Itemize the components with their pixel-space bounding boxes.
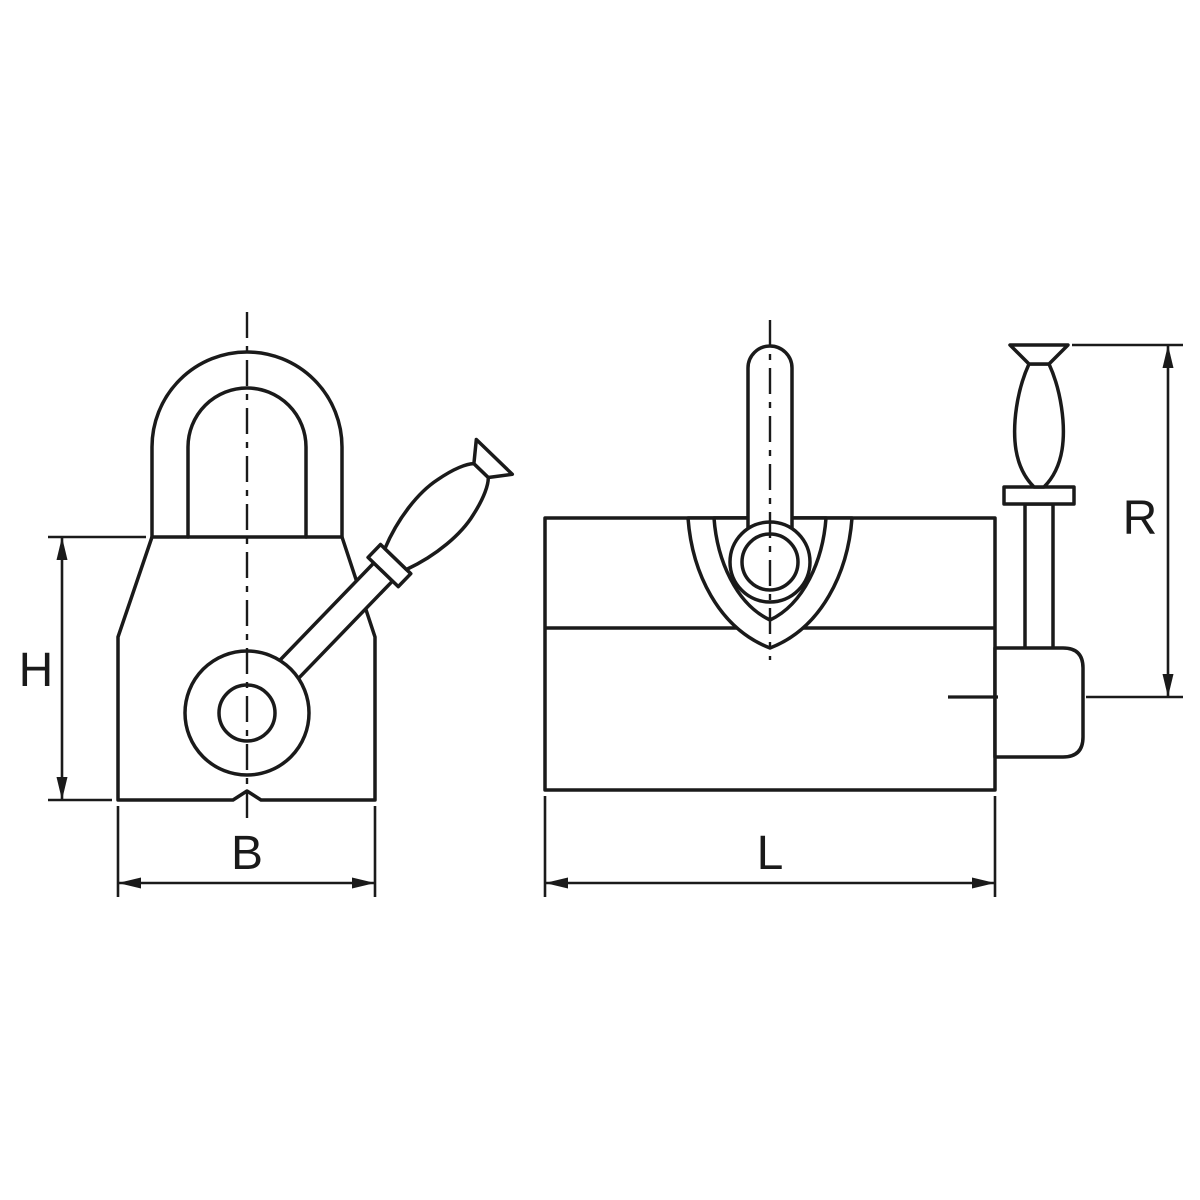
- r-dimension-label: R: [1123, 492, 1158, 545]
- side-handle-shaft: [1023, 502, 1055, 662]
- r-arrow-top: [1162, 345, 1174, 368]
- dimension-H: H: [19, 535, 146, 802]
- side-view: [543, 320, 1085, 792]
- handle-front: [270, 437, 515, 688]
- side-handle-end-flare: [1008, 343, 1070, 366]
- dimension-R: R: [1072, 343, 1183, 699]
- lifting-shackle: [150, 350, 344, 539]
- handle-end-flare: [472, 437, 515, 480]
- handle-mount-block: [993, 646, 1085, 759]
- b-arrow-right: [352, 877, 375, 889]
- b-dimension-label: B: [231, 827, 263, 880]
- l-dimension-label: L: [757, 827, 784, 880]
- h-dimension-label: H: [19, 644, 54, 697]
- front-view: [116, 312, 515, 818]
- handle-collar: [366, 542, 413, 589]
- side-handle-collar: [1002, 485, 1076, 506]
- h-arrow-top: [56, 537, 68, 560]
- dimension-L: L: [543, 796, 997, 897]
- side-handle-grip: [1012, 362, 1066, 489]
- dimension-B: B: [116, 806, 377, 897]
- l-arrow-left: [545, 877, 568, 889]
- h-arrow-bottom: [56, 777, 68, 800]
- handle-side: [948, 343, 1085, 759]
- r-arrow-bottom: [1162, 674, 1174, 697]
- b-arrow-left: [118, 877, 141, 889]
- l-arrow-right: [972, 877, 995, 889]
